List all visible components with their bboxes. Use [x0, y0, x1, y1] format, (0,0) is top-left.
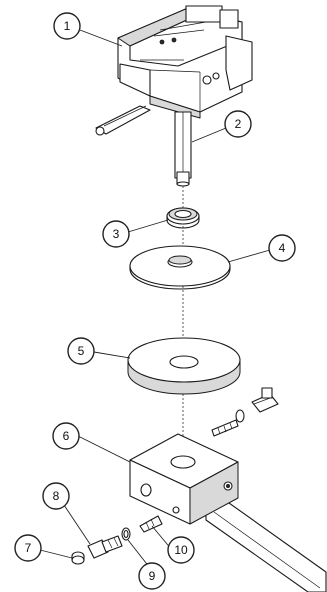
part-6-block [129, 433, 327, 592]
callout-7-label: 7 [25, 541, 32, 555]
part-4-disc [129, 245, 231, 290]
leader-lines [39, 29, 271, 569]
callout-1-label: 1 [64, 19, 71, 33]
part-10-setscrew [139, 515, 163, 533]
callout-10-label: 10 [174, 543, 188, 557]
callout-7: 7 [14, 534, 42, 562]
part-8-fitting [87, 535, 123, 559]
part-2-shaft [174, 111, 192, 187]
part-9-oring [121, 527, 131, 541]
part-7-cap [71, 551, 85, 565]
callout-6-label: 6 [63, 429, 70, 443]
part-1-top-assembly [95, 5, 253, 136]
callout-10: 10 [167, 536, 195, 564]
part-5-plate [127, 337, 241, 395]
callout-2: 2 [224, 110, 252, 138]
callout-3: 3 [102, 220, 130, 248]
screw-upper-right [211, 387, 279, 437]
part-3-washer [166, 207, 200, 229]
callout-4-label: 4 [279, 241, 286, 255]
callout-5-label: 5 [78, 344, 85, 358]
callout-8-label: 8 [53, 489, 60, 503]
callout-6: 6 [52, 422, 80, 450]
callout-3-label: 3 [113, 227, 120, 241]
callout-2-label: 2 [235, 117, 242, 131]
callout-9: 9 [138, 562, 166, 590]
callout-9-label: 9 [149, 569, 156, 583]
callout-4: 4 [268, 234, 296, 262]
callout-1: 1 [53, 12, 81, 40]
callout-5: 5 [67, 337, 95, 365]
callout-8: 8 [42, 482, 70, 510]
